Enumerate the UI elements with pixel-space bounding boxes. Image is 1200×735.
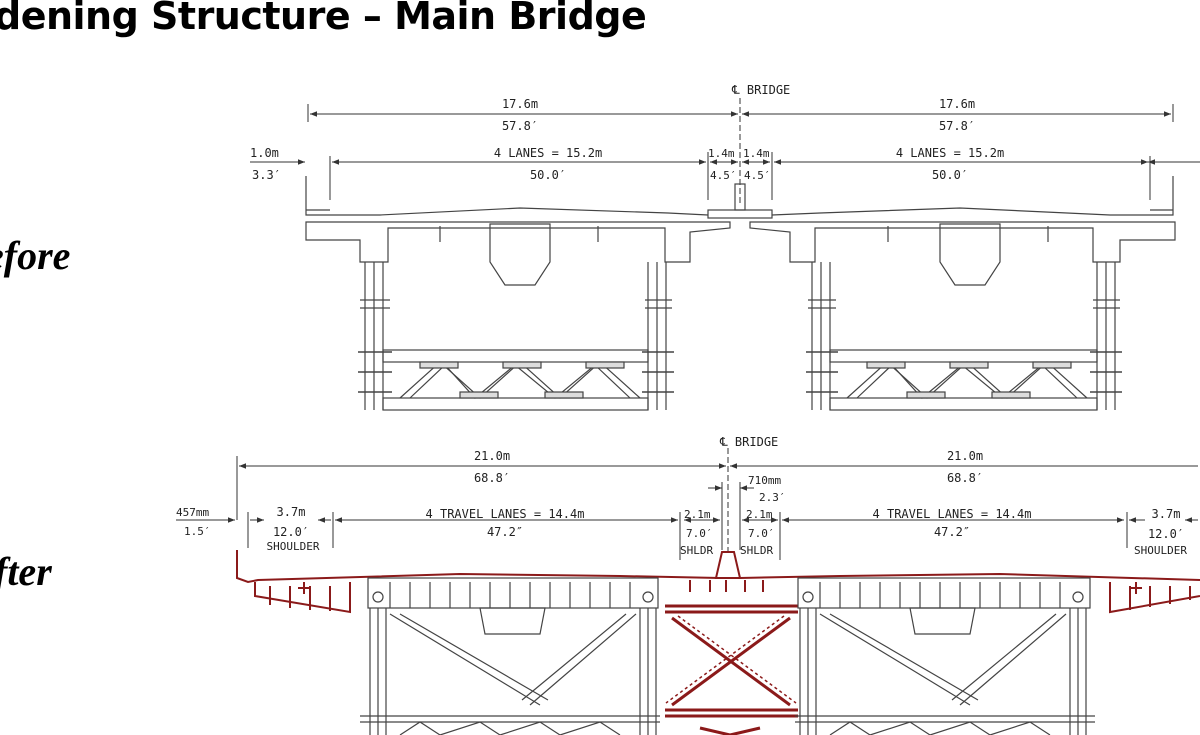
after-right-width-ft: 68.8′: [947, 471, 983, 485]
after-shldr-left-label: SHLDR: [680, 544, 713, 557]
after-left-lanes: 4 TRAVEL LANES = 14.4m: [426, 507, 585, 521]
before-left-lanes: 4 LANES = 15.2m: [494, 146, 602, 160]
before-left-width-m: 17.6m: [502, 97, 538, 111]
after-label: fter: [0, 549, 52, 594]
after-shldr-right-m: 2.1m: [746, 508, 773, 521]
before-truss-left: [382, 349, 649, 411]
after-left-width-ft: 68.8′: [474, 471, 510, 485]
after-edge-ft: 1.5′: [184, 525, 211, 538]
after-right-shoulder-m: 3.7m: [1152, 507, 1181, 521]
before-right-lanes-ft: 50.0′: [932, 168, 968, 182]
after-left-lanes-ft: 47.2″: [487, 525, 523, 539]
before-median-right-m: 1.4m: [743, 147, 770, 160]
after-right-lanes: 4 TRAVEL LANES = 14.4m: [873, 507, 1032, 521]
before-right-lanes: 4 LANES = 15.2m: [896, 146, 1004, 160]
after-left-shoulder-label: SHOULDER: [267, 540, 320, 553]
after-shldr-left-m: 2.1m: [684, 508, 711, 521]
before-left-lanes-ft: 50.0′: [530, 168, 566, 182]
before-right-width-ft: 57.8′: [939, 119, 975, 133]
after-left-shoulder-m: 3.7m: [277, 505, 306, 519]
after-right-lanes-ft: 47.2″: [934, 525, 970, 539]
before-right-width-m: 17.6m: [939, 97, 975, 111]
before-median-left-ft: 4.5′: [710, 169, 737, 182]
after-edge-mm: 457mm: [176, 506, 209, 519]
before-edge-m: 1.0m: [250, 146, 279, 160]
after-dimension-text: ℄ BRIDGE 21.0m 68.8′ 21.0m 68.8′ 710mm 2…: [176, 435, 1187, 557]
after-shldr-left-ft: 7.0′: [686, 527, 713, 540]
after-left-width-m: 21.0m: [474, 449, 510, 463]
after-barrier-mm: 710mm: [748, 474, 781, 487]
before-dimension-text: ℄ BRIDGE 17.6m 57.8′ 17.6m 57.8′ 1.0m 3.…: [250, 83, 1004, 182]
after-new-deck: [236, 550, 1200, 614]
before-left-width-ft: 57.8′: [502, 119, 538, 133]
before-dimensions: [250, 98, 1200, 205]
before-cl-label: ℄ BRIDGE: [731, 83, 790, 97]
after-new-bracing: [665, 604, 798, 735]
before-median-right-ft: 4.5′: [744, 169, 771, 182]
after-barrier-ft: 2.3′: [759, 491, 786, 504]
after-cl-label: ℄ BRIDGE: [719, 435, 778, 449]
after-shldr-right-ft: 7.0′: [748, 527, 775, 540]
before-truss-right: [829, 349, 1098, 411]
before-structure: [305, 176, 1176, 286]
slide-title: dening Structure – Main Bridge: [0, 0, 647, 38]
after-left-shoulder-ft: 12.0′: [273, 525, 309, 539]
after-right-shoulder-label: SHOULDER: [1134, 544, 1187, 557]
before-edge-ft: 3.3′: [252, 168, 281, 182]
after-existing-structure: [360, 577, 1095, 735]
after-right-shoulder-ft: 12.0′: [1148, 527, 1184, 541]
after-dimensions: [176, 448, 1198, 560]
after-right-width-m: 21.0m: [947, 449, 983, 463]
before-median-left-m: 1.4m: [708, 147, 735, 160]
before-columns: [358, 262, 1122, 410]
after-shldr-right-label: SHLDR: [740, 544, 773, 557]
